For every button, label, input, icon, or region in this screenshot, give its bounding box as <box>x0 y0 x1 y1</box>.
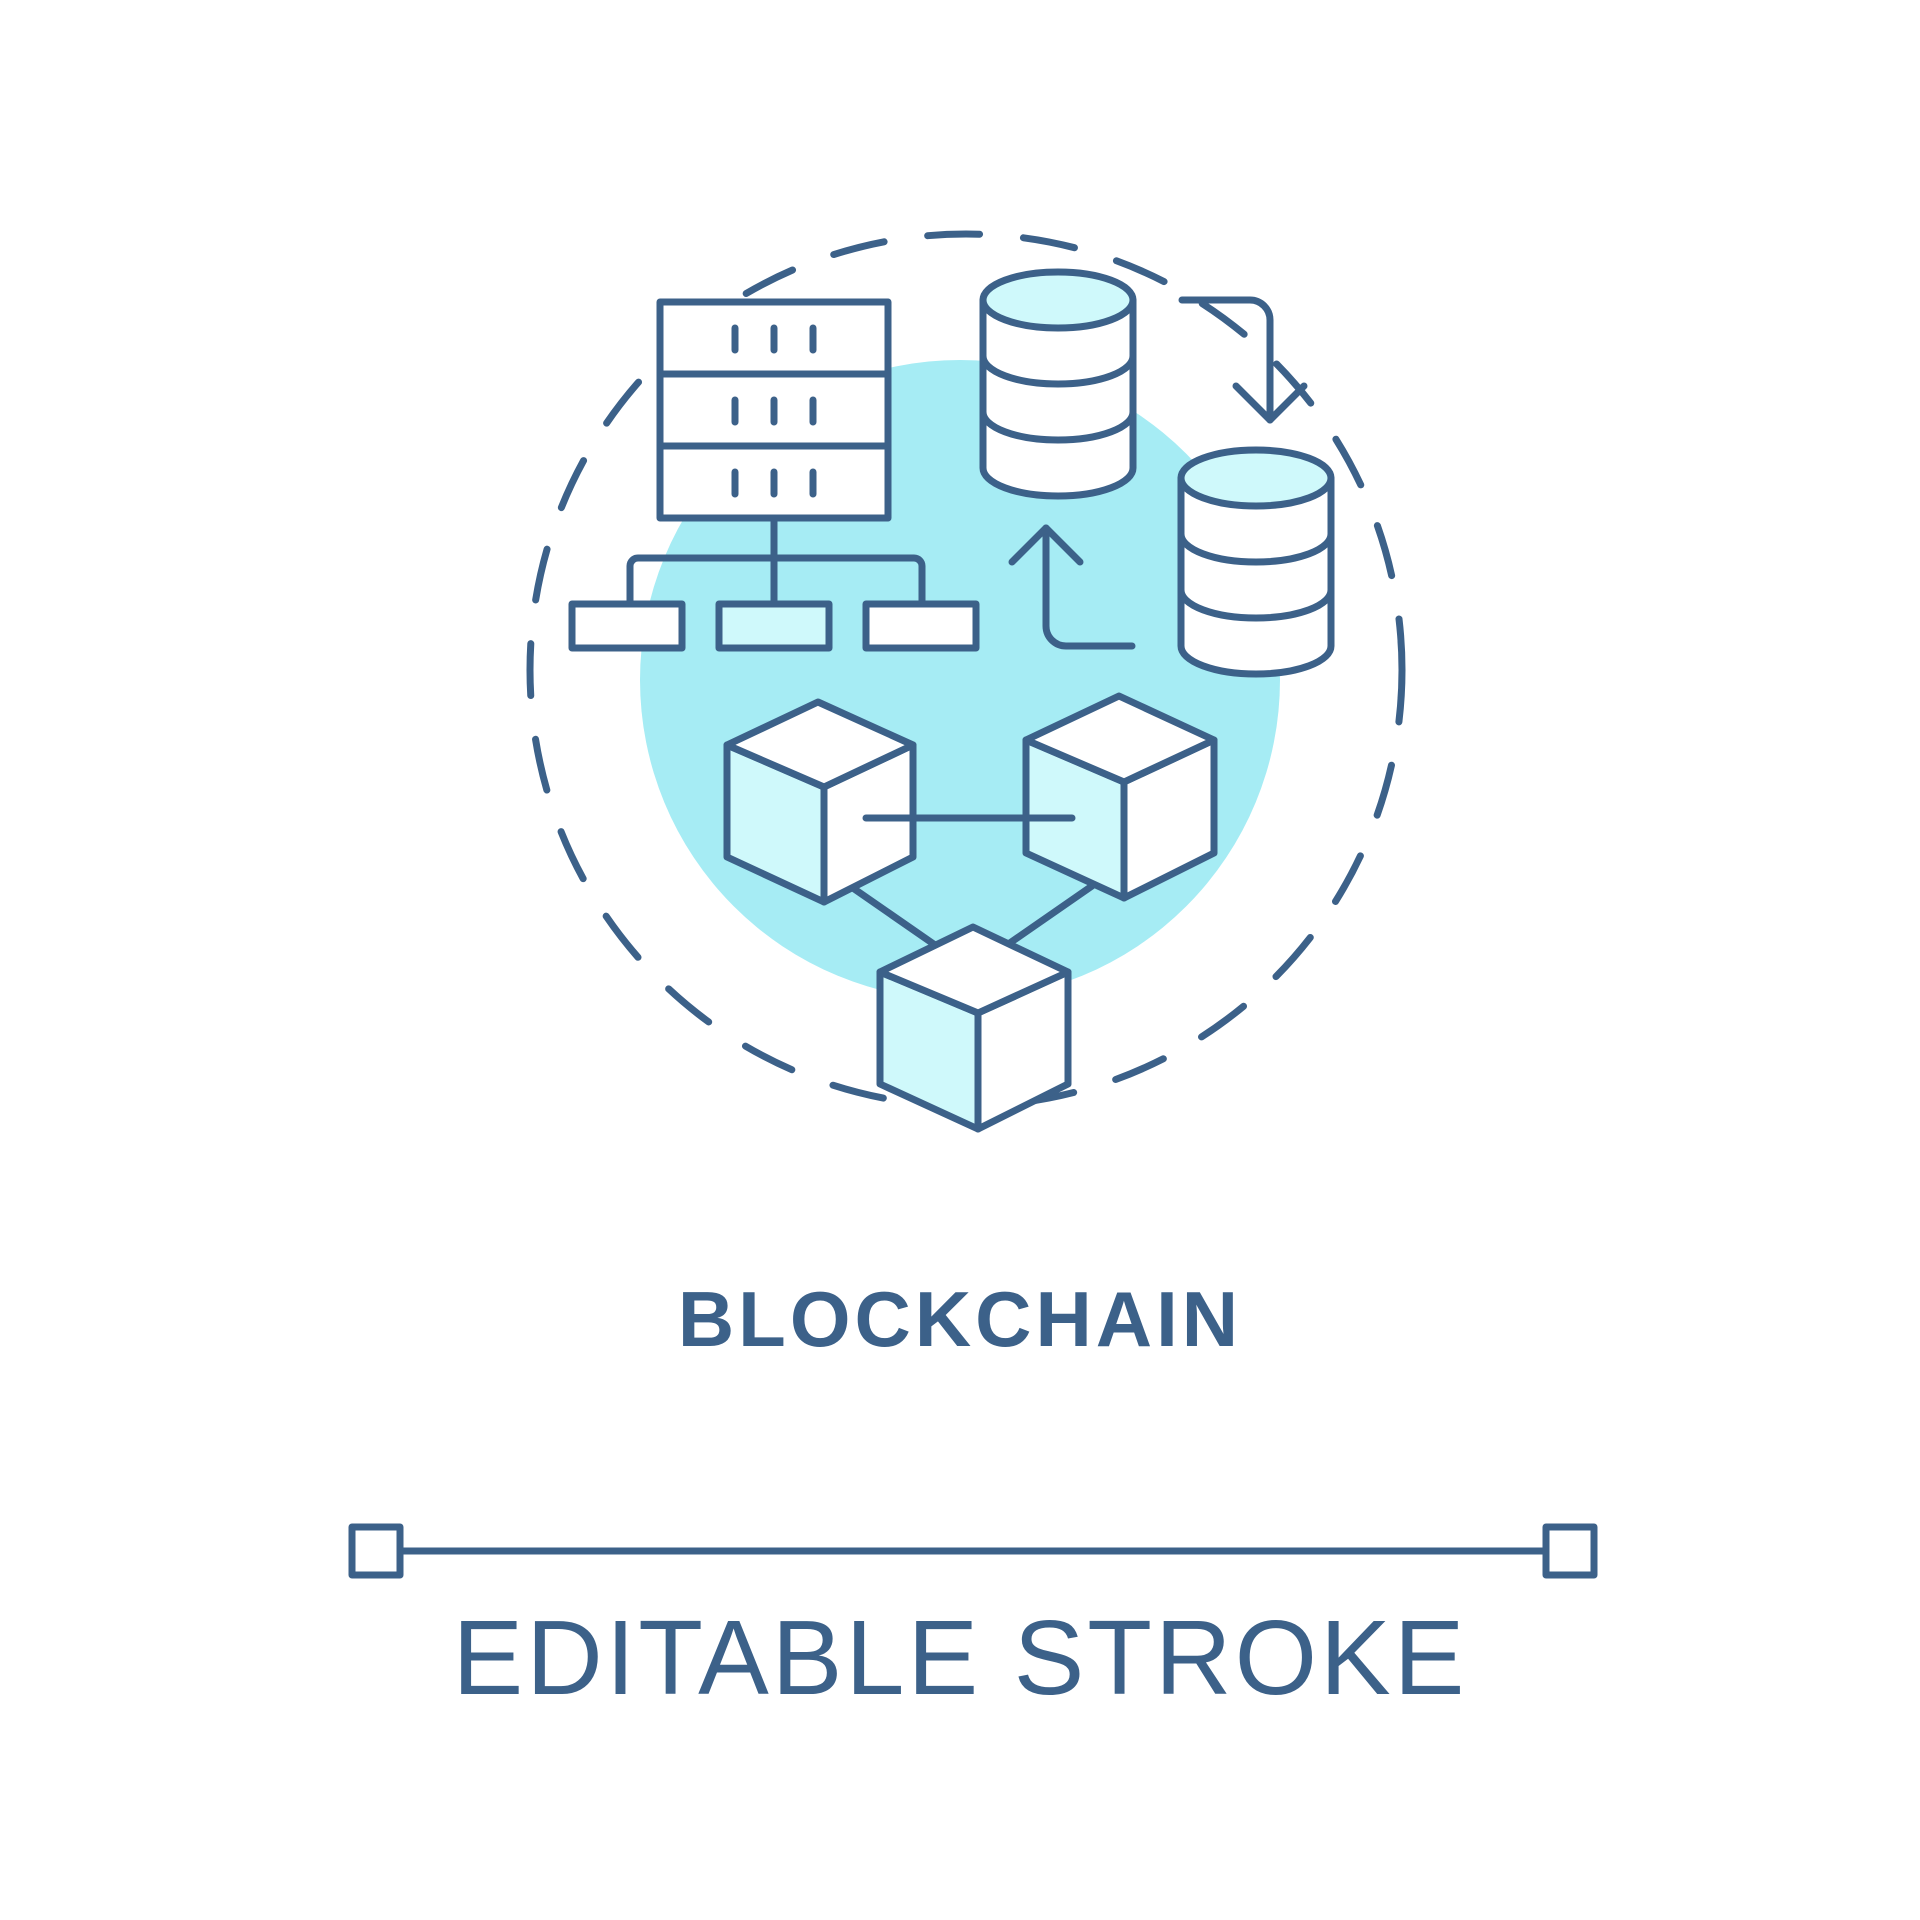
page-subtitle: EDITABLE STROKE <box>452 1599 1468 1717</box>
transfer-arrow-icon <box>1008 524 1136 650</box>
hierarchy-tree-icon <box>568 514 980 652</box>
block-cube-icon <box>876 923 1072 1133</box>
page-title: BLOCKCHAIN <box>677 1275 1243 1363</box>
database-icon <box>1177 446 1335 678</box>
transfer-arrow-icon <box>1178 296 1308 424</box>
server-rack-icon <box>656 298 892 522</box>
stroke-slider <box>348 1523 1598 1579</box>
block-cube-icon <box>723 698 1076 906</box>
block-cube-icon <box>966 692 1218 902</box>
chain-link <box>846 882 952 958</box>
database-icon <box>979 268 1137 500</box>
